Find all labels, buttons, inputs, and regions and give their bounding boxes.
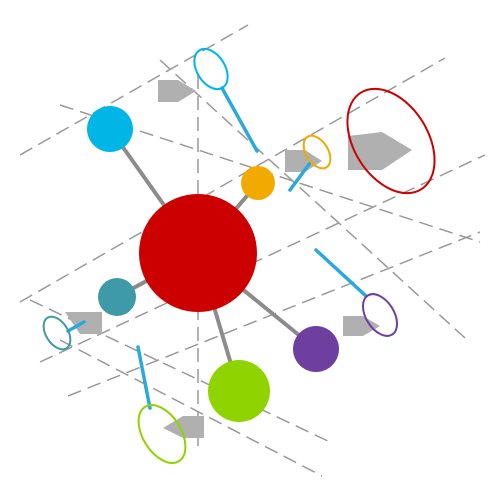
grid-line <box>19 24 249 156</box>
pointer-lines <box>66 86 368 410</box>
pointer-purple <box>314 248 368 298</box>
arrow-purple <box>343 316 380 336</box>
pointer-teal <box>66 320 86 333</box>
arrow-green <box>163 416 204 438</box>
arrow-orange <box>285 150 322 172</box>
teal-ring <box>42 315 72 351</box>
pointer-orange <box>288 161 312 192</box>
grid-line <box>19 57 446 303</box>
pointer-green <box>136 345 152 410</box>
grid-line <box>39 154 486 363</box>
hub-node[interactable] <box>139 194 257 312</box>
orange-ring <box>302 134 332 170</box>
green-ring <box>137 404 187 464</box>
cyan-node[interactable] <box>87 106 133 152</box>
teal-node[interactable] <box>98 278 136 316</box>
purple-node[interactable] <box>293 326 339 372</box>
grid-line <box>59 339 323 477</box>
rings <box>42 47 436 464</box>
red-ring <box>346 87 436 195</box>
grid-line <box>159 59 466 339</box>
pointer-cyan <box>220 86 259 153</box>
orange-node[interactable] <box>241 166 275 200</box>
purple-ring <box>361 293 399 337</box>
green-node[interactable] <box>208 360 270 422</box>
arrow-red <box>348 132 412 170</box>
arrow-top <box>158 80 196 102</box>
nodes <box>87 106 339 422</box>
cyan-ring <box>193 47 229 91</box>
